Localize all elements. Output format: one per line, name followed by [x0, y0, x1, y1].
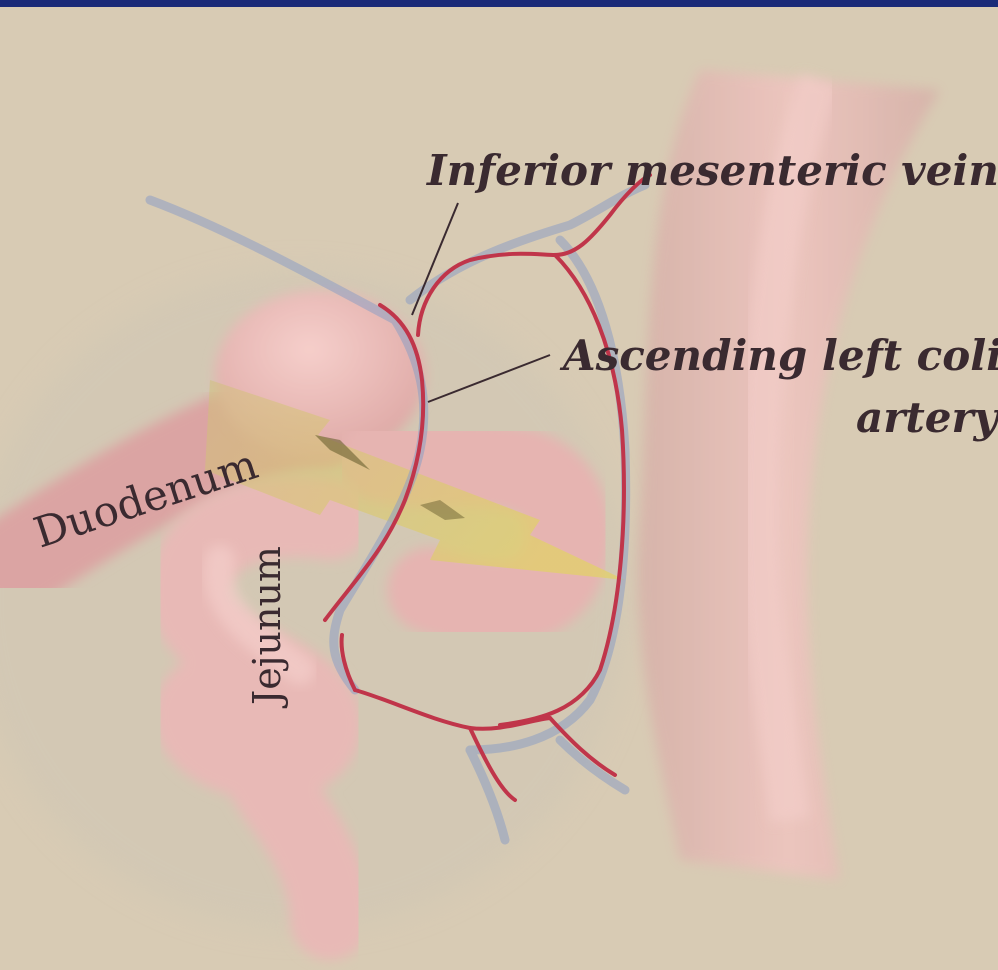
- alca-label-line1: Ascending left colic: [559, 331, 998, 380]
- jejunum-label: Jejunum: [245, 546, 289, 709]
- alca-label-line2: artery: [856, 393, 998, 442]
- imv-label: Inferior mesenteric vein: [426, 146, 998, 195]
